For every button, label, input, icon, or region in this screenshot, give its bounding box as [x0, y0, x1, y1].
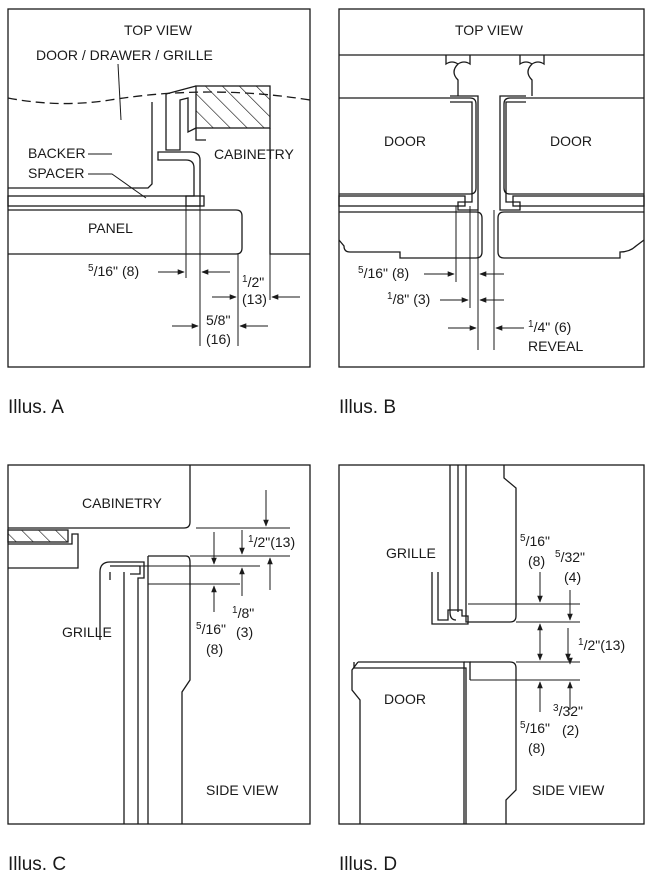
illus-b-panel: TOP VIEW DOOR DOOR 5/16"(8) 1/8"(3) [338, 8, 645, 368]
illus-b-panel-left [338, 211, 483, 259]
svg-text:5/16": 5/16" [520, 533, 550, 549]
illus-c-grille-lip [110, 565, 141, 575]
illus-a-dim-1-2: 1/2" (13) [212, 274, 300, 307]
illus-a-dim-5-8: 5/8" (16) [172, 312, 268, 347]
illus-b-frame [338, 8, 645, 368]
illus-d-grille [431, 572, 469, 625]
illus-d-panel: GRILLE DOOR SIDE VIEW 5/16" (8) 5/32" (4… [338, 464, 645, 825]
illus-c-dim-1-8: 1/8" (3) [232, 530, 254, 640]
illus-c-cabinetry-label: CABINETRY [82, 495, 163, 511]
illus-d-side-view-label: SIDE VIEW [532, 782, 605, 798]
illus-d-dim-5-32: 5/32" (4) [555, 549, 585, 665]
illus-a-cabinet-edge [195, 128, 206, 141]
illus-a-panel-shape [8, 209, 243, 255]
illus-b-hinge-left [445, 55, 471, 96]
svg-text:5/16"(8): 5/16"(8) [88, 263, 139, 279]
illus-d-grille-label: GRILLE [386, 545, 436, 561]
svg-text:5/32": 5/32" [555, 549, 585, 565]
illus-b-dim-1-4: 1/4"(6) REVEAL [448, 319, 583, 354]
illus-a-door-leader [117, 63, 122, 121]
illus-a-spacer [7, 195, 205, 207]
svg-text:5/8": 5/8" [206, 312, 230, 328]
illus-c-hatch [7, 529, 69, 543]
illus-c-door [147, 555, 191, 824]
illus-c-dim-5-16: 5/16" (8) [196, 532, 226, 657]
illus-a-backer-label: BACKER [28, 145, 86, 161]
illus-d-caption: Illus. D [339, 854, 397, 874]
svg-text:5/16"(8): 5/16"(8) [358, 265, 409, 281]
illus-d-lower-bracket [353, 661, 517, 824]
svg-text:(2): (2) [562, 722, 579, 738]
illus-d-frame [338, 464, 645, 825]
svg-text:1/4"(6): 1/4"(6) [528, 319, 571, 335]
illus-b-hinge-right [519, 55, 545, 96]
illus-a-panel-label: PANEL [88, 220, 133, 236]
illus-a-door [8, 102, 153, 189]
svg-text:1/2"(13): 1/2"(13) [578, 637, 625, 653]
illus-b-dim-1-8: 1/8"(3) [387, 291, 504, 307]
svg-text:(4): (4) [564, 569, 581, 585]
illus-c-frame [7, 464, 311, 825]
svg-text:1/8"(3): 1/8"(3) [387, 291, 430, 307]
svg-text:(8): (8) [528, 553, 545, 569]
illus-d-lower-lip [464, 661, 471, 680]
illus-a-panel: TOP VIEW DOOR / DRAWER / GRILLE CABINETR… [7, 8, 311, 368]
illus-d-dim-1-2: 1/2"(13) [565, 628, 625, 661]
illus-c-grille [99, 561, 145, 824]
illus-a-dim-5-16: 5/16"(8) [88, 263, 230, 279]
illus-d-dim-3-32: 3/32" (2) [553, 681, 583, 738]
svg-text:(8): (8) [528, 740, 545, 756]
illus-a-cabinetry-label: CABINETRY [214, 146, 295, 162]
illus-c-side-view-label: SIDE VIEW [206, 782, 279, 798]
svg-text:1/2"(13): 1/2"(13) [248, 534, 295, 550]
illus-d-upper-door [449, 465, 517, 623]
illus-c-grille-label: GRILLE [62, 624, 112, 640]
illus-d-dim-5-16-lower: 5/16" (8) [520, 634, 550, 756]
svg-text:3/32": 3/32" [553, 703, 583, 719]
illus-c-panel: CABINETRY GRILLE SIDE VIEW 1/2"(13) 1/8"… [7, 464, 311, 825]
illus-b-door-right [503, 97, 644, 195]
illus-b-caption: Illus. B [339, 397, 396, 418]
illus-a-door-drawer-grille-label: DOOR / DRAWER / GRILLE [36, 47, 213, 63]
illus-b-spacer-left [338, 195, 466, 207]
illus-a-spacer-leader [88, 173, 147, 199]
illus-a-bracket [165, 85, 197, 151]
illus-a-caption: Illus. A [8, 397, 64, 418]
svg-text:(16): (16) [206, 331, 231, 347]
svg-text:(13): (13) [242, 291, 267, 307]
illus-a-cabinet-hatch [195, 85, 271, 129]
illus-c-dim-1-2: 1/2"(13) [248, 490, 295, 590]
illus-b-top-view-label: TOP VIEW [455, 22, 524, 38]
illus-d-lower-door [351, 661, 465, 824]
svg-text:REVEAL: REVEAL [528, 338, 583, 354]
illus-b-spacer-right [512, 195, 645, 207]
illus-b-dim-5-16: 5/16"(8) [358, 265, 504, 281]
illus-a-spacer-label: SPACER [28, 165, 85, 181]
illus-c-caption: Illus. C [8, 854, 66, 874]
illus-d-dim-5-16-upper: 5/16" (8) [520, 533, 550, 650]
svg-text:5/16": 5/16" [196, 621, 226, 637]
illus-c-bracket [8, 533, 79, 569]
svg-text:5/16": 5/16" [520, 720, 550, 736]
svg-text:(3): (3) [236, 624, 253, 640]
illus-b-panel-right [497, 211, 645, 259]
illus-a-grille-hook [157, 151, 201, 207]
illus-c-cabinetry [8, 465, 191, 529]
illus-a-top-view-label: TOP VIEW [124, 22, 193, 38]
svg-text:(8): (8) [206, 641, 223, 657]
illus-d-door-label: DOOR [384, 691, 426, 707]
svg-text:1/8": 1/8" [232, 605, 254, 621]
svg-text:1/2": 1/2" [242, 274, 264, 290]
illus-b-door-left-label: DOOR [384, 133, 426, 149]
illus-b-door-right-label: DOOR [550, 133, 592, 149]
